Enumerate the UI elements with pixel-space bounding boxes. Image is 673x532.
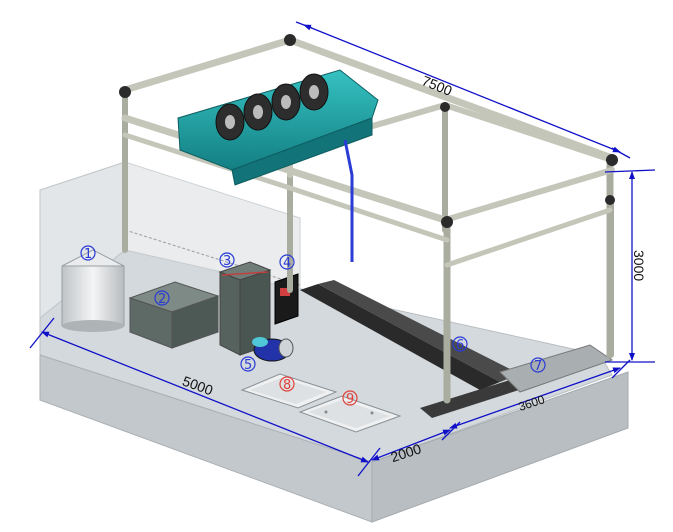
dim-line-2000 xyxy=(371,429,451,461)
marker-6: 6 xyxy=(452,336,468,353)
tank xyxy=(61,249,125,332)
dimension-lines xyxy=(29,21,656,477)
panel-edge-line xyxy=(124,229,301,286)
marker-9: 9 xyxy=(342,390,358,407)
marker-1: 1 xyxy=(80,245,96,262)
dim-line-7500 xyxy=(303,24,621,153)
marker-1-label: 1 xyxy=(84,247,92,262)
marker-5-label: 5 xyxy=(244,358,252,373)
marker-4-label: 4 xyxy=(283,256,291,271)
marker-9-label: 9 xyxy=(346,392,354,407)
dim-line-5000 xyxy=(41,331,369,463)
joint xyxy=(606,154,618,166)
marker-8: 8 xyxy=(279,376,295,393)
marker-7-label: 7 xyxy=(534,359,542,374)
joint xyxy=(284,34,296,46)
rail-top-right xyxy=(442,102,615,163)
marker-3: 3 xyxy=(219,252,235,269)
rail-mid xyxy=(318,280,520,382)
rail-front-cross xyxy=(442,167,615,223)
joint xyxy=(119,86,131,98)
component-markers: 1 2 3 4 5 6 7 8 xyxy=(80,245,546,407)
rail-top-back-short xyxy=(121,36,294,94)
hose xyxy=(343,139,354,262)
dim-line-3600 xyxy=(449,367,621,429)
base-platform xyxy=(39,161,629,523)
joint xyxy=(441,216,453,228)
rail-mid-long xyxy=(121,114,449,224)
joint xyxy=(605,195,615,205)
marker-3-label: 3 xyxy=(223,254,231,269)
marker-2-label: 2 xyxy=(158,292,166,307)
joint xyxy=(440,102,450,112)
rail-front-mid xyxy=(444,207,613,268)
marker-6-label: 6 xyxy=(456,338,464,353)
marker-2: 2 xyxy=(154,290,170,307)
rail-lower-long xyxy=(122,132,293,191)
pump xyxy=(252,337,294,362)
marker-8-label: 8 xyxy=(283,378,291,393)
control-panel xyxy=(274,273,299,325)
dim-label-3000: 3000 xyxy=(631,250,647,281)
marker-7: 7 xyxy=(530,357,546,374)
marker-5: 5 xyxy=(240,356,256,373)
marker-4: 4 xyxy=(279,254,295,271)
